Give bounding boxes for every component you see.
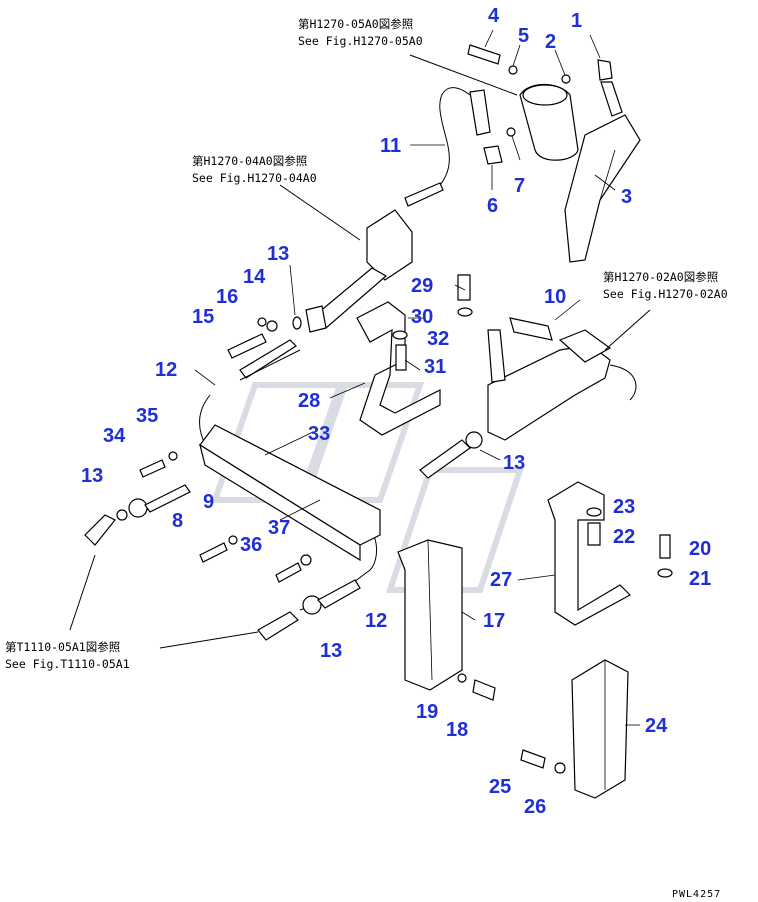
cylinder-assembly (467, 44, 623, 165)
callout-number: 13 (81, 465, 103, 487)
reference-t1110-05a1: 第T1110-05A1図参照 See Fig.T1110-05A1 (5, 640, 130, 671)
callout-leaders (194, 29, 640, 726)
callouts: 1 2 3 4 5 6 7 8 9 10 11 12 12 13 13 13 1… (81, 5, 711, 818)
reference-en: See Fig.T1110-05A1 (5, 657, 130, 671)
reference-leaders (69, 54, 651, 649)
callout-number: 13 (320, 640, 342, 662)
callout-number: 29 (411, 275, 433, 297)
callout-number: 22 (613, 526, 635, 548)
callout-number: 14 (243, 266, 266, 288)
callout-number: 34 (103, 425, 126, 447)
bracket-28 (356, 301, 441, 436)
reference-h1270-05a0: 第H1270-05A0図参照 See Fig.H1270-05A0 (298, 17, 423, 48)
hose-11 (404, 87, 471, 207)
callout-number: 13 (267, 243, 289, 265)
callout-number: 13 (503, 452, 525, 474)
callout-number: 19 (416, 701, 438, 723)
callout-number: 35 (136, 405, 158, 427)
bracket-3 (564, 114, 641, 263)
callout-number: 25 (489, 776, 511, 798)
callout-number: 16 (216, 286, 238, 308)
callout-number: 27 (490, 569, 512, 591)
bracket-27 (547, 481, 631, 626)
bracket-17 (397, 539, 463, 691)
callout-number: 1 (571, 10, 582, 32)
valve-block (305, 209, 413, 333)
callout-number: 23 (613, 496, 635, 518)
drawing-code: PWL4257 (672, 889, 721, 900)
reference-en: See Fig.H1270-05A0 (298, 34, 423, 48)
callout-number: 10 (544, 286, 566, 308)
callout-number: 31 (424, 356, 446, 378)
callout-number: 5 (518, 25, 529, 47)
callout-number: 15 (192, 306, 214, 328)
tube-13-right (419, 431, 483, 479)
frame-33 (199, 424, 381, 562)
callout-number: 9 (203, 491, 214, 513)
fitting-13-left (84, 484, 191, 546)
callout-number: 28 (298, 390, 320, 412)
callout-number: 6 (487, 195, 498, 217)
reference-en: See Fig.H1270-02A0 (603, 287, 728, 301)
bracket-24 (571, 659, 629, 799)
callout-number: 7 (514, 175, 525, 197)
callout-number: 11 (380, 135, 401, 157)
callout-number: 21 (689, 568, 711, 590)
fasteners (139, 274, 673, 774)
callout-number: 26 (524, 796, 546, 818)
callout-number: 24 (645, 715, 668, 737)
reference-jp: 第H1270-02A0図参照 (603, 270, 718, 284)
callout-number: 18 (446, 719, 468, 741)
reference-en: See Fig.H1270-04A0 (192, 171, 317, 185)
callout-number: 12 (365, 610, 387, 632)
callout-number: 17 (483, 610, 505, 632)
reference-h1270-04a0: 第H1270-04A0図参照 See Fig.H1270-04A0 (192, 154, 317, 185)
fitting-13-bottom (257, 579, 361, 641)
bolt-group-15 (227, 316, 302, 379)
callout-number: 33 (308, 423, 330, 445)
reference-jp: 第T1110-05A1図参照 (5, 640, 120, 654)
callout-number: 20 (689, 538, 711, 560)
callout-number: 12 (155, 359, 177, 381)
callout-number: 30 (411, 306, 433, 328)
reference-jp: 第H1270-05A0図参照 (298, 17, 413, 31)
callout-number: 4 (488, 5, 500, 27)
callout-number: 3 (621, 186, 632, 208)
right-frame (487, 317, 637, 441)
callout-number: 37 (268, 517, 290, 539)
callout-number: 8 (172, 510, 183, 532)
reference-jp: 第H1270-04A0図参照 (192, 154, 307, 168)
callout-number: 32 (427, 328, 449, 350)
callout-number: 2 (545, 31, 556, 53)
callout-number: 36 (240, 534, 262, 556)
reference-h1270-02a0: 第H1270-02A0図参照 See Fig.H1270-02A0 (603, 270, 728, 301)
